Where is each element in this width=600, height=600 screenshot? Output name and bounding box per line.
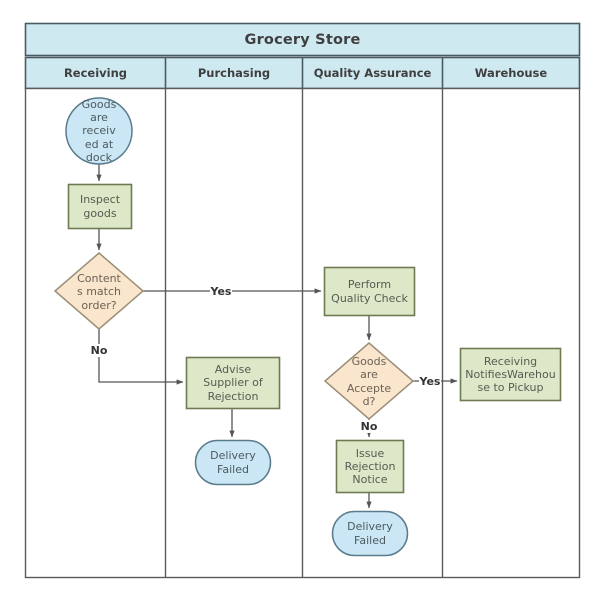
- node-goods-received[interactable]: [65, 97, 133, 165]
- node-perform-quality-check[interactable]: [323, 266, 416, 317]
- node-notify-warehouse[interactable]: [459, 347, 562, 402]
- node-inspect-goods[interactable]: [67, 183, 133, 230]
- title-band: [24, 22, 581, 57]
- node-issue-rejection-notice[interactable]: [335, 439, 405, 494]
- node-contents-match[interactable]: [53, 252, 145, 330]
- node-delivery-failed-purchasing[interactable]: [194, 439, 272, 486]
- node-advise-supplier[interactable]: [185, 356, 281, 410]
- node-goods-accepted[interactable]: [323, 342, 415, 420]
- swimlane-frame: [24, 22, 581, 579]
- node-delivery-failed-qa[interactable]: [331, 510, 409, 557]
